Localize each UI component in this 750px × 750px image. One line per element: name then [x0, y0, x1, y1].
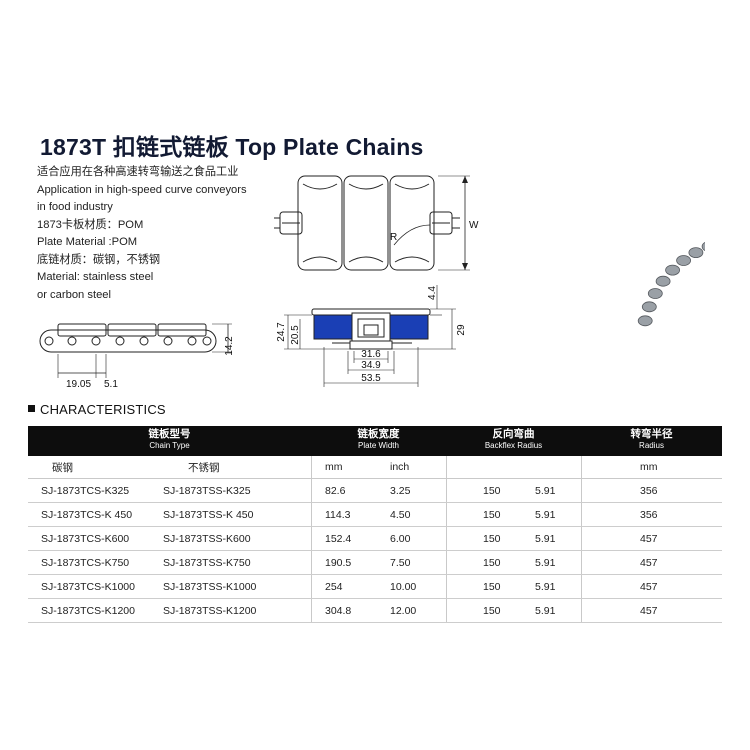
table-cell: 150 — [483, 484, 501, 497]
table-cell: SJ-1873TSS-K325 — [163, 484, 251, 497]
table-cell: SJ-1873TCS-K1000 — [41, 580, 135, 593]
description-line: 底链材质：碳钢，不锈钢 — [37, 254, 161, 266]
table-subheader: 碳钢 不锈钢 mm inch mm — [28, 456, 722, 479]
table-row: SJ-1873TCS-K600 SJ-1873TSS-K600 152.4 6.00 1… — [28, 527, 722, 551]
dim-side-pitch: 19.05 — [66, 379, 91, 390]
description-line: Application in high-speed curve conveyor… — [37, 184, 247, 196]
dim-end-44: 4.4 — [427, 286, 438, 300]
dim-end-29: 29 — [456, 324, 467, 336]
table-cell: SJ-1873TCS-K325 — [41, 484, 130, 497]
table-cell: SJ-1873TSS-K 450 — [163, 508, 254, 521]
product-photo — [637, 242, 705, 327]
table-cell: 3.25 — [390, 484, 411, 497]
table-cell: 5.91 — [535, 532, 556, 545]
table-cell: 190.5 — [325, 556, 352, 569]
table-cell: 150 — [483, 604, 501, 617]
table-row: SJ-1873TCS-K750 SJ-1873TSS-K750 190.5 7.50 1… — [28, 551, 722, 575]
square-bullet-icon — [28, 405, 35, 412]
table-cell: 457 — [640, 556, 658, 569]
table-cell: 150 — [483, 556, 501, 569]
table-cell: SJ-1873TSS-K600 — [163, 532, 251, 545]
characteristics-heading: CHARACTERISTICS — [28, 402, 166, 417]
table-cell: SJ-1873TSS-K750 — [163, 556, 251, 569]
table-cell: 457 — [640, 532, 658, 545]
table-cell: 150 — [483, 532, 501, 545]
description-line: Material: stainless steel — [37, 271, 154, 283]
end-view-drawing: 24.7 20.5 4.4 29 31.6 34.9 53.5 — [276, 285, 467, 387]
dim-side-gap: 5.1 — [104, 379, 118, 390]
table-cell: SJ-1873TSS-K1200 — [163, 604, 257, 617]
top-view-drawing: W R — [274, 175, 479, 271]
table-cell: SJ-1873TSS-K1000 — [163, 580, 257, 593]
dim-end-247: 24.7 — [276, 322, 287, 342]
description-line: 1873卡板材质：POM — [37, 219, 144, 231]
table-cell: SJ-1873TCS-K750 — [41, 556, 130, 569]
dim-end-349: 34.9 — [361, 360, 381, 371]
description-line: Plate Material :POM — [37, 236, 138, 248]
subheader-stainless-steel: 不锈钢 — [188, 461, 220, 474]
table-cell: 304.8 — [325, 604, 352, 617]
table-cell: 12.00 — [390, 604, 417, 617]
subheader-width-inch: inch — [390, 461, 410, 473]
description-line: 适合应用在各种高速转弯输送之食品工业 — [37, 166, 239, 178]
table-row: SJ-1873TCS-K1000 SJ-1873TSS-K1000 254 10.00… — [28, 575, 722, 599]
table-cell: 356 — [640, 508, 658, 521]
table-cell: 4.50 — [390, 508, 411, 521]
table-cell: SJ-1873TCS-K 450 — [41, 508, 133, 521]
side-view-drawing: 14.2 19.05 5.1 — [39, 323, 235, 390]
table-cell: 356 — [640, 484, 658, 497]
subheader-radius-mm: mm — [640, 461, 658, 473]
subheader-width-mm: mm — [325, 461, 343, 473]
description-line: in food industry — [37, 201, 113, 213]
table-cell: 114.3 — [325, 508, 351, 521]
table-cell: 150 — [483, 508, 501, 521]
table-row: SJ-1873TCS-K325 SJ-1873TSS-K325 82.6 3.25 15… — [28, 479, 722, 503]
table-cell: 5.91 — [535, 556, 556, 569]
table-cell: 7.50 — [390, 556, 411, 569]
chain-link — [701, 242, 705, 251]
dim-side-height: 14.2 — [224, 336, 235, 356]
table-cell: 5.91 — [535, 604, 556, 617]
table-cell: 82.6 — [325, 484, 346, 497]
dim-end-535: 53.5 — [361, 373, 381, 384]
table-cell: 6.00 — [390, 532, 411, 545]
dim-r-label: R — [390, 232, 397, 243]
table-cell: 5.91 — [535, 484, 556, 497]
chain-link — [641, 301, 657, 313]
page-title: 1873T 扣链式链板 Top Plate Chains — [40, 134, 424, 160]
chain-link — [637, 315, 653, 327]
table-row: SJ-1873TCS-K 450 SJ-1873TSS-K 450 114.3 4.5… — [28, 503, 722, 527]
chain-link — [676, 255, 692, 266]
table-cell: 152.4 — [325, 532, 352, 545]
chain-link — [665, 264, 681, 276]
table-cell: SJ-1873TCS-K1200 — [41, 604, 135, 617]
chain-link — [647, 288, 663, 299]
subheader-carbon-steel: 碳钢 — [52, 461, 73, 474]
table-cell: 254 — [325, 580, 343, 593]
table-row: SJ-1873TCS-K1200 SJ-1873TSS-K1200 304.8 12.… — [28, 599, 722, 623]
table-cell: 457 — [640, 604, 658, 617]
table-cell: 10.00 — [390, 580, 417, 593]
chain-link — [688, 247, 704, 258]
dim-end-205: 20.5 — [290, 325, 301, 345]
dim-w-label: W — [469, 220, 479, 231]
table-cell: SJ-1873TCS-K600 — [41, 532, 130, 545]
table-cell: 5.91 — [535, 508, 556, 521]
table-cell: 150 — [483, 580, 501, 593]
table-cell: 457 — [640, 580, 658, 593]
table-cell: 5.91 — [535, 580, 556, 593]
dim-end-316: 31.6 — [361, 349, 381, 360]
description-line: or carbon steel — [37, 289, 112, 301]
chain-link — [655, 275, 671, 287]
